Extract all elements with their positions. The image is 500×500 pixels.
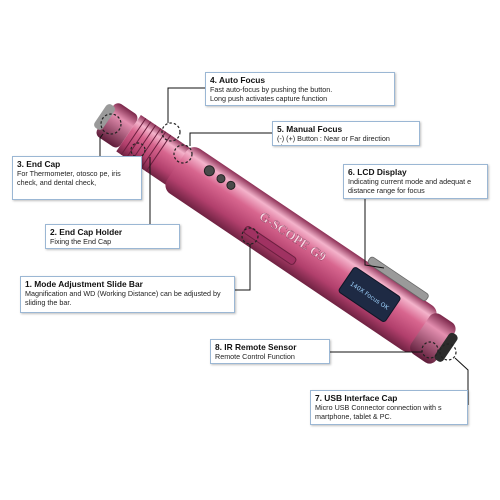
lcd-screen	[338, 267, 401, 322]
slide-bar-marker	[241, 227, 259, 245]
leader-end-cap	[99, 133, 104, 160]
callout-title: 7. USB Interface Cap	[315, 393, 398, 403]
callout-description: Micro USB Connector connection with s ma…	[315, 403, 442, 421]
end-cap	[96, 103, 138, 148]
usb-cap-marker	[439, 343, 457, 361]
leader-usb-cap	[454, 357, 469, 405]
manual-focus-marker	[173, 144, 193, 164]
mode-slide-bar[interactable]	[243, 225, 297, 265]
callout-description: For Thermometer, otosco pe, iris check, …	[17, 169, 121, 187]
callout-description: Indicating current mode and adequat e di…	[348, 177, 472, 195]
callout-end-cap: 3. End Cap For Thermometer, otosco pe, i…	[12, 156, 142, 200]
callout-description: Fast auto-focus by pushing the button. L…	[210, 85, 333, 103]
grip-ribs	[116, 114, 191, 185]
device: G-SCOPE G9 140X Focus OK	[94, 103, 458, 364]
auto-focus-button[interactable]	[202, 164, 216, 178]
ir-sensor-marker	[421, 341, 439, 359]
callout-title: 2. End Cap Holder	[50, 227, 123, 237]
callout-description: Magnification and WD (Working Distance) …	[25, 289, 221, 307]
feature-markers	[100, 113, 457, 361]
end-cap-marker	[100, 113, 122, 135]
manual-focus-minus-button[interactable]	[215, 173, 226, 184]
manual-focus-plus-button[interactable]	[225, 180, 236, 191]
leader-auto-focus	[167, 87, 205, 123]
callout-usb-interface-cap: 7. USB Interface Cap Micro USB Connector…	[310, 390, 468, 425]
callout-title: 8. IR Remote Sensor	[215, 342, 297, 352]
auto-focus-marker	[161, 122, 181, 142]
callout-description: Fixing the End Cap	[50, 237, 112, 246]
callout-title: 4. Auto Focus	[210, 75, 266, 85]
callout-title: 5. Manual Focus	[277, 124, 343, 134]
callout-lcd-display: 6. LCD Display Indicating current mode a…	[343, 164, 488, 199]
leader-slide-bar	[235, 244, 251, 291]
callout-title: 6. LCD Display	[348, 167, 407, 177]
callout-end-cap-holder: 2. End Cap Holder Fixing the End Cap	[45, 224, 180, 249]
callout-title: 1. Mode Adjustment Slide Bar	[25, 279, 143, 289]
callout-mode-adjustment: 1. Mode Adjustment Slide Bar Magnificati…	[20, 276, 235, 313]
end-cap-tip	[94, 104, 115, 130]
callout-manual-focus: 5. Manual Focus (-) (+) Button : Near or…	[272, 121, 420, 146]
callout-ir-remote-sensor: 8. IR Remote Sensor Remote Control Funct…	[210, 339, 330, 364]
usb-cap-end	[434, 332, 458, 362]
leader-lcd	[364, 199, 385, 269]
callout-auto-focus: 4. Auto Focus Fast auto-focus by pushing…	[205, 72, 395, 106]
callout-title: 3. End Cap	[17, 159, 61, 169]
callout-description: (-) (+) Button : Near or Far direction c…	[277, 134, 390, 145]
callout-description: Remote Control Function	[215, 352, 295, 361]
leader-manual-focus	[189, 132, 272, 146]
